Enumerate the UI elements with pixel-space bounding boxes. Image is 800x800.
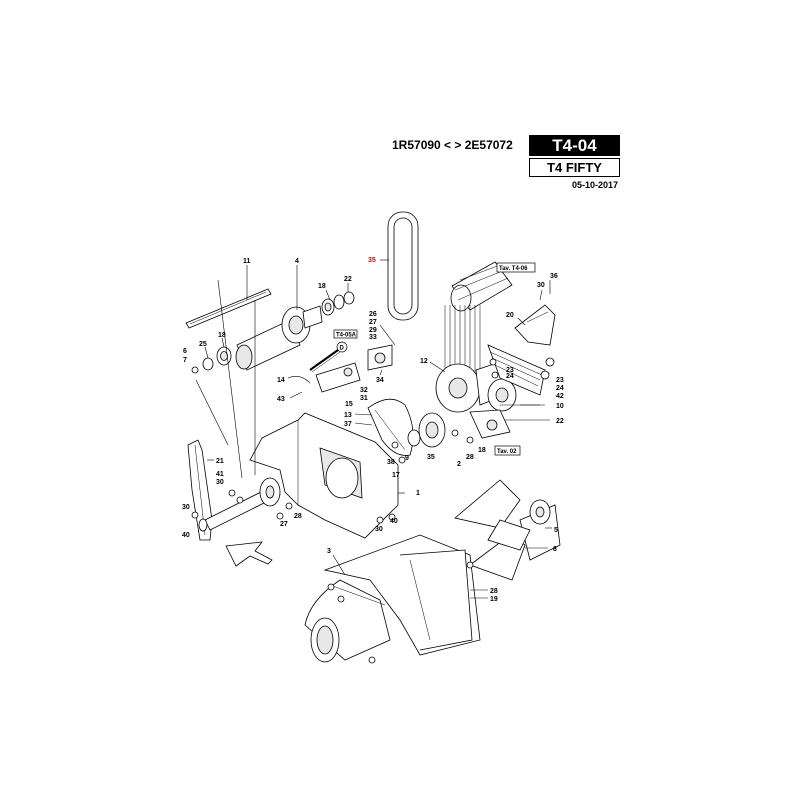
svg-text:6: 6 — [183, 348, 187, 355]
svg-text:19: 19 — [490, 596, 498, 603]
direction-arrow — [225, 541, 273, 567]
svg-text:36: 36 — [550, 273, 558, 280]
svg-text:21: 21 — [216, 458, 224, 465]
svg-text:35: 35 — [368, 257, 376, 264]
svg-text:24: 24 — [556, 385, 564, 392]
svg-text:12: 12 — [420, 358, 428, 365]
fastener-group-center — [391, 429, 474, 464]
svg-text:Tav. T4-06: Tav. T4-06 — [499, 266, 528, 272]
svg-text:9: 9 — [405, 455, 409, 462]
svg-text:15: 15 — [345, 401, 353, 408]
svg-text:13: 13 — [344, 412, 352, 419]
svg-text:38: 38 — [387, 459, 395, 466]
svg-text:7: 7 — [183, 357, 187, 364]
ref-box-tav-t4-06: Tav. T4-06 — [496, 262, 536, 273]
revision-date: 05-10-2017 — [572, 180, 619, 190]
fastener-group-housing — [327, 561, 474, 664]
spacer-set — [489, 357, 555, 380]
svg-text:30: 30 — [375, 526, 383, 533]
svg-text:17: 17 — [392, 472, 400, 479]
ref-box-tav-02: Tav. 02 — [494, 445, 521, 456]
svg-text:3: 3 — [327, 548, 331, 555]
svg-text:40: 40 — [182, 532, 190, 539]
secondary-pulley — [487, 344, 546, 412]
svg-text:D: D — [340, 346, 345, 352]
hub-assembly — [235, 305, 323, 371]
svg-text:30: 30 — [182, 504, 190, 511]
main-shaft — [185, 288, 272, 329]
svg-text:10: 10 — [556, 403, 564, 410]
svg-text:5: 5 — [554, 527, 558, 534]
svg-text:Tav. 02: Tav. 02 — [497, 449, 517, 455]
svg-text:33: 33 — [369, 334, 377, 341]
svg-text:14: 14 — [277, 377, 285, 384]
svg-text:40: 40 — [390, 518, 398, 525]
tension-rod — [309, 349, 341, 373]
svg-text:22: 22 — [556, 418, 564, 425]
svg-text:28: 28 — [294, 513, 302, 520]
svg-text:2: 2 — [457, 461, 461, 468]
lower-shaft — [198, 477, 281, 532]
belt-guard — [514, 304, 556, 346]
svg-text:4: 4 — [295, 258, 299, 265]
svg-text:24: 24 — [506, 373, 514, 380]
main-frame-plate — [249, 412, 399, 539]
blower-housing — [304, 534, 481, 663]
pivot-bracket — [315, 362, 361, 393]
svg-text:27: 27 — [280, 521, 288, 528]
svg-text:27: 27 — [369, 319, 377, 326]
svg-text:23: 23 — [506, 367, 514, 374]
fastener-group-left — [191, 489, 396, 524]
svg-text:30: 30 — [537, 282, 545, 289]
drive-flange — [407, 412, 446, 448]
svg-text:41: 41 — [216, 471, 224, 478]
svg-text:18: 18 — [318, 283, 326, 290]
svg-text:30: 30 — [216, 479, 224, 486]
svg-text:29: 29 — [369, 327, 377, 334]
svg-text:20: 20 — [506, 312, 514, 319]
ref-box-t4-05a: T4-05A — [333, 329, 358, 339]
svg-text:26: 26 — [369, 311, 377, 318]
svg-text:28: 28 — [490, 588, 498, 595]
tensioner-arm — [469, 409, 511, 439]
svg-text:11: 11 — [243, 258, 251, 265]
svg-text:18: 18 — [218, 332, 226, 339]
serial-range: 1R57090 < > 2E57072 — [392, 138, 513, 152]
svg-text:T4-05A: T4-05A — [336, 333, 357, 339]
table-code-badge: T4-04 — [529, 135, 620, 156]
svg-text:23: 23 — [556, 377, 564, 384]
svg-text:28: 28 — [466, 454, 474, 461]
svg-text:8: 8 — [553, 546, 557, 553]
tensioner-block — [367, 344, 393, 371]
drive-belt — [387, 211, 419, 321]
svg-text:42: 42 — [556, 393, 564, 400]
svg-text:32: 32 — [360, 387, 368, 394]
svg-text:25: 25 — [199, 341, 207, 348]
svg-text:34: 34 — [376, 377, 384, 384]
svg-text:1: 1 — [416, 490, 420, 497]
fan-hub — [529, 499, 551, 525]
svg-text:35: 35 — [427, 454, 435, 461]
svg-text:31: 31 — [360, 395, 368, 402]
model-name-box: T4 FIFTY — [529, 158, 620, 177]
fan-impeller — [454, 479, 561, 581]
bearing-set-top — [321, 291, 355, 316]
svg-text:18: 18 — [478, 447, 486, 454]
callout-labels: 11 4 18 22 18 25 6 7 35 26 27 29 33 12 3… — [182, 257, 564, 603]
bearing-set-left — [191, 346, 232, 374]
d-marker: D — [336, 341, 348, 353]
svg-text:37: 37 — [344, 421, 352, 428]
svg-text:22: 22 — [344, 276, 352, 283]
svg-text:43: 43 — [277, 396, 285, 403]
